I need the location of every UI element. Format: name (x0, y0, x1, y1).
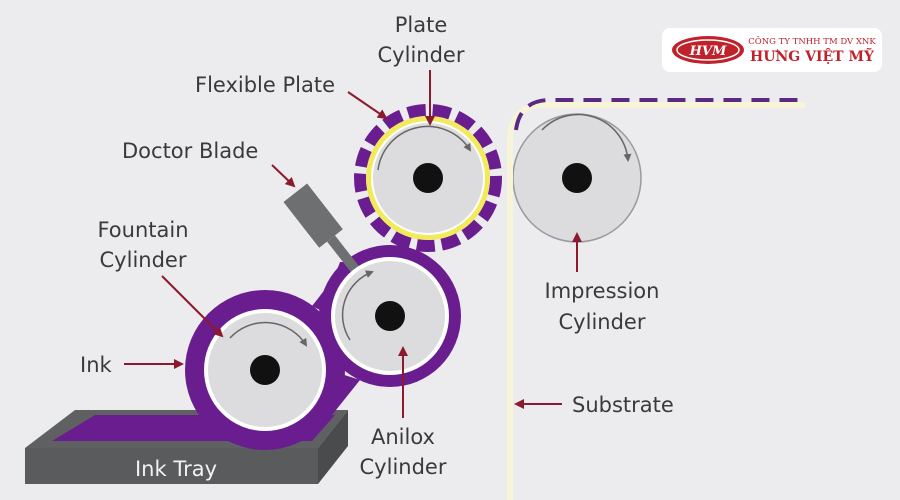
fountain-cylinder-label-2: Cylinder (100, 248, 187, 272)
anilox-cylinder-label-2: Cylinder (360, 455, 447, 479)
anilox-axle (375, 301, 405, 331)
fountain-cylinder (204, 309, 326, 431)
plate-cylinder-label-1: Plate (395, 13, 448, 37)
fountain-cylinder-label-1: Fountain (97, 218, 188, 242)
substrate-label: Substrate (572, 393, 674, 417)
fountain-axle (250, 355, 280, 385)
printed-ink-on-substrate (514, 98, 805, 131)
impression-rotation-arrow (541, 113, 632, 162)
flexible-plate-arrow (347, 91, 388, 120)
callout-arrows (124, 70, 582, 418)
plate-rotation-arrow (377, 125, 472, 171)
plate-cylinder (354, 104, 502, 252)
logo-mark: HVM (689, 44, 727, 59)
fountain-rotation-arrow (229, 321, 308, 347)
flexible-plate-image-dots (354, 104, 502, 252)
substrate (507, 98, 805, 500)
impression-cylinder-label-2: Cylinder (559, 310, 646, 334)
doctor-blade-label: Doctor Blade (122, 139, 258, 163)
flexible-plate-label: Flexible Plate (195, 73, 335, 97)
impression-axle (562, 163, 592, 193)
company-logo: HVM CÔNG TY TNHH TM DV XNK HƯNG VIỆT MỸ (662, 28, 882, 72)
ink-tray-side (318, 410, 348, 484)
ink-label: Ink (80, 353, 113, 377)
doctor-blade (283, 183, 360, 274)
logo-emblem (672, 36, 744, 64)
anilox-rotation-arrow (341, 270, 374, 341)
logo-company-line: CÔNG TY TNHH TM DV XNK (748, 35, 876, 47)
ink-tray-front (25, 448, 318, 484)
impression-cylinder (512, 113, 642, 243)
ink-tray-label: Ink Tray (135, 457, 217, 481)
plate-axle (413, 163, 443, 193)
fountain-cylinder-arrow (161, 275, 224, 338)
doctor-blade-arrow (271, 164, 296, 188)
anilox-cylinder (331, 257, 449, 375)
logo-company-name: HƯNG VIỆT MỸ (750, 46, 875, 65)
plate-cylinder-label-2: Cylinder (378, 43, 465, 67)
anilox-cylinder-label-1: Anilox (371, 425, 435, 449)
impression-cylinder-label-1: Impression (545, 279, 660, 303)
